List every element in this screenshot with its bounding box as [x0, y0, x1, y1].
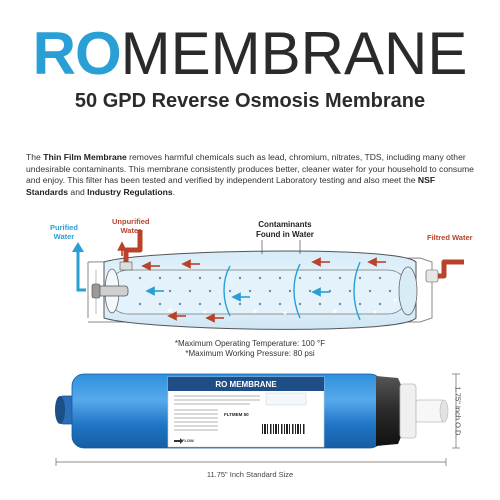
contaminants-callout: [261, 240, 301, 254]
desc-bold-1: Thin Film Membrane: [43, 152, 127, 162]
flow-arrow-icon: [174, 438, 183, 444]
end-cap: [399, 383, 417, 439]
label-model: FLTMEM 50: [224, 412, 249, 417]
purified-flow-arrows: [145, 286, 330, 302]
water-bubbles: [168, 298, 397, 315]
spec-pressure: *Maximum Working Pressure: 80 psi: [185, 349, 315, 358]
purified-pipe: [76, 250, 86, 292]
unpurified-flow-arrows: [117, 241, 386, 323]
label-logo-box: [265, 392, 307, 406]
membrane-product: RO MEMBRANE FLTMEM 50 FLOW: [55, 373, 460, 466]
membrane-cylinder: [107, 269, 409, 315]
brand-ro: RO: [32, 20, 122, 87]
desc-bold-2: NSF Standards: [26, 175, 436, 197]
unpurified-label-line1: Unpurified: [112, 217, 150, 226]
membrane-perforations: [138, 276, 392, 306]
dimension-lines: [55, 373, 460, 466]
desc-bold-3: Industry Regulations: [87, 186, 173, 197]
label-barcode: [262, 424, 305, 434]
permeate-tube-face: [439, 399, 449, 423]
label-fine-print: [174, 395, 260, 431]
desc-text-3: and: [68, 186, 88, 197]
contaminants-label-line1: Contaminants: [258, 220, 312, 229]
left-core-face: [55, 396, 65, 424]
product-label: RO MEMBRANE FLTMEM 50 FLOW: [167, 376, 325, 448]
brand-title: ROMEMBRANE: [0, 24, 500, 84]
purified-arrow-head: [72, 242, 84, 252]
filtred-fitting: [425, 269, 439, 283]
page-subtitle: 50 GPD Reverse Osmosis Membrane: [74, 90, 426, 112]
description-paragraph: The Thin Film Membrane removes harmful c…: [26, 152, 474, 198]
unpurified-label-line2: Water: [120, 226, 142, 235]
membrane-cutaway-diagram: [72, 230, 464, 330]
length-dimension: 11.75" Inch Standard Size: [206, 470, 294, 479]
purified-label-line2: Water: [53, 232, 75, 241]
purified-label-line1: Purified: [50, 223, 78, 232]
spec-temperature: *Maximum Operating Temperature: 100 °F: [174, 339, 326, 348]
label-title: RO MEMBRANE: [215, 380, 277, 389]
desc-text-2: removes harmful chemicals such as lead, …: [26, 152, 474, 186]
desc-text-4: .: [172, 186, 176, 197]
unpurified-pipe: [123, 230, 143, 268]
core-tube-cap: [91, 283, 101, 299]
right-end-cap: [398, 266, 418, 316]
desc-text-1: The: [26, 152, 44, 162]
core-tube-outlet: [97, 285, 129, 297]
filtred-water-label: Filtred Water: [427, 233, 473, 242]
label-flow-text: FLOW: [182, 438, 194, 443]
water-flow-lines: [223, 261, 361, 321]
label-title-bar: [168, 377, 324, 391]
contaminants-label-line2: Found in Water: [256, 230, 314, 239]
od-dimension: 1.75" Inch O.D.: [453, 386, 463, 438]
specifications: *Maximum Operating Temperature: 100 °F*M…: [0, 339, 500, 359]
unpurified-fitting: [119, 261, 133, 271]
brand-membrane: MEMBRANE: [120, 20, 468, 87]
